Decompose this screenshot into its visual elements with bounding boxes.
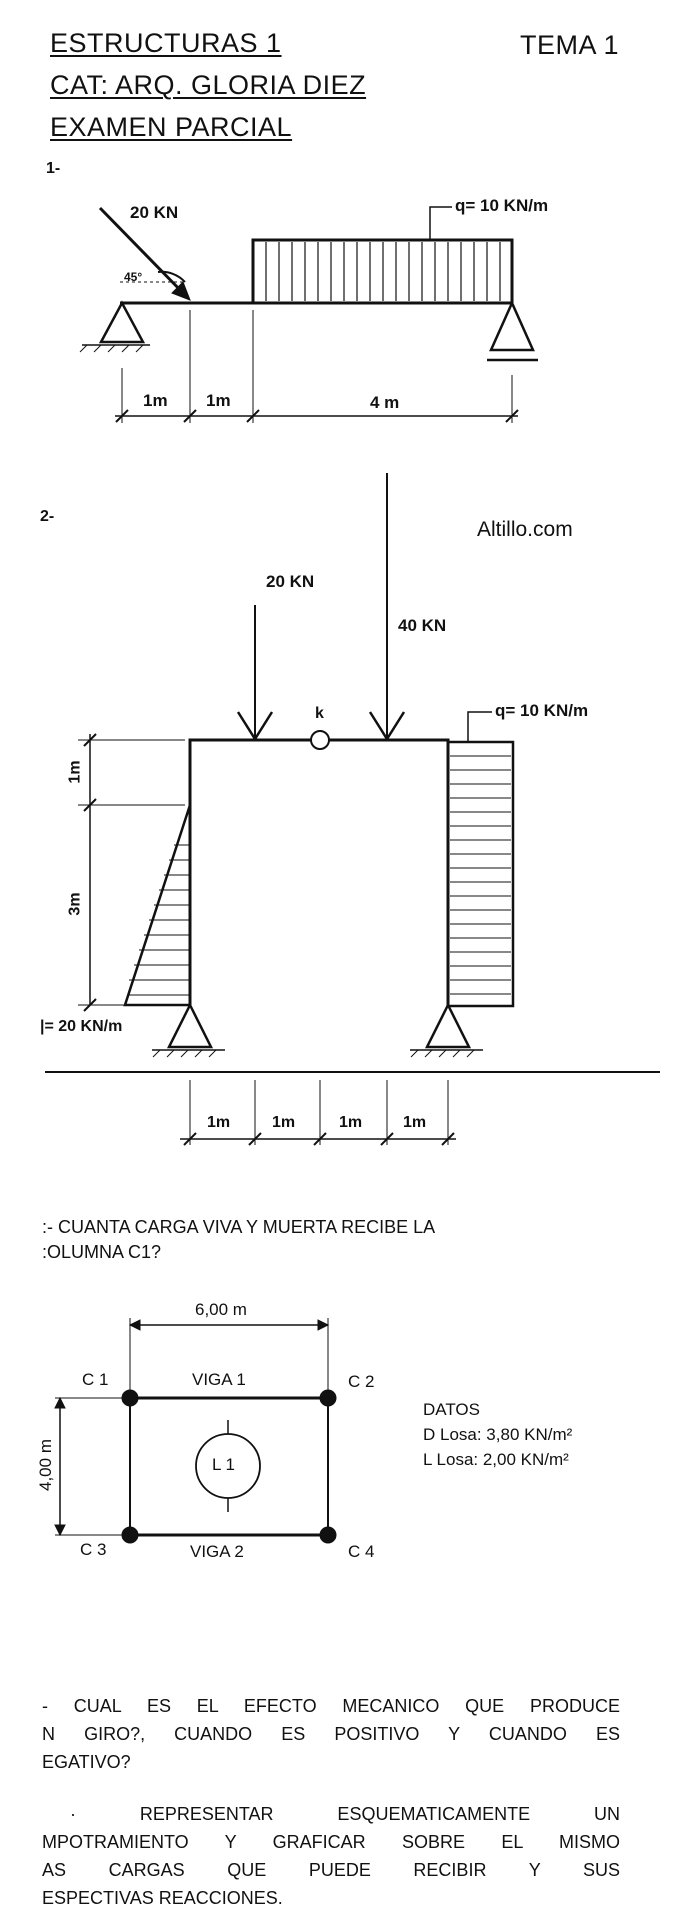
p5-line-3: AS CARGAS QUE PUEDE RECIBIR Y SUS [42,1860,620,1880]
p2-load-b-label: 40 KN [398,616,447,635]
p1-angle-label: 45° [124,270,143,284]
p4-line-1: - CUAL ES EL EFECTO MECANICO QUE PRODUCE [42,1696,620,1716]
p5-line-4: ESPECTIVAS REACCIONES. [42,1888,283,1908]
p3-column-c2: C 2 [348,1372,375,1391]
p1-dim-2: 1m [206,391,231,410]
p3-data-dead-load: D Losa: 3,80 KN/m² [423,1425,573,1444]
problem-1-beam-diagram [79,206,538,423]
watermark: Altillo.com [477,518,573,541]
p3-beam-2: VIGA 2 [190,1542,244,1561]
p3-height-dim: 4,00 m [35,1439,55,1491]
p3-data-title: DATOS [423,1400,480,1419]
teacher-line: CAT: ARQ. GLORIA DIEZ [50,70,367,100]
problem-3-slab-plan [54,1318,337,1544]
p1-dim-1: 1m [143,391,168,410]
course-title: ESTRUCTURAS 1 [50,28,282,58]
p3-beam-1: VIGA 1 [192,1370,246,1389]
p3-column-c3: C 3 [80,1540,107,1559]
exam-title: EXAMEN PARCIAL [50,112,293,142]
p3-column-c4: C 4 [348,1542,375,1561]
p4-line-2: N GIRO?, CUANDO ES POSITIVO Y CUANDO ES [42,1724,620,1744]
problem-1-number: 1- [46,160,61,177]
p2-height-dim-1: 1m [66,760,84,784]
p3-question-line-2: :OLUMNA C1? [42,1242,162,1262]
p5-line-1: · REPRESENTAR ESQUEMATICAMENTE UN [70,1804,620,1824]
p2-span-dim-4: 1m [403,1114,427,1131]
p4-line-3: EGATIVO? [42,1752,131,1772]
p2-span-dim-3: 1m [339,1114,363,1131]
p2-hinge-label: k [315,705,324,722]
p5-line-2: MPOTRAMIENTO Y GRAFICAR SOBRE EL MISMO [42,1832,620,1852]
p2-height-dim-2: 3m [66,892,84,916]
p3-data-live-load: L Losa: 2,00 KN/m² [423,1450,569,1469]
problem-2-number: 2- [40,508,55,525]
p3-column-c1: C 1 [82,1370,109,1389]
p2-left-load-label: |= 20 KN/m [40,1018,123,1035]
problem-2-frame-diagram [45,473,660,1146]
p1-dim-3: 4 m [370,393,400,412]
p2-span-dim-2: 1m [272,1114,296,1131]
p2-load-a-label: 20 KN [266,572,315,591]
topic-label: TEMA 1 [520,30,620,60]
p1-distributed-load-label: q= 10 KN/m [455,196,549,215]
p2-right-load-label: q= 10 KN/m [495,701,589,720]
p1-point-load-label: 20 KN [130,203,179,222]
p3-slab-label: L 1 [212,1455,236,1474]
p3-question-line-1: :- CUANTA CARGA VIVA Y MUERTA RECIBE LA [42,1217,436,1237]
p3-width-dim: 6,00 m [195,1300,247,1319]
p2-span-dim-1: 1m [207,1114,231,1131]
